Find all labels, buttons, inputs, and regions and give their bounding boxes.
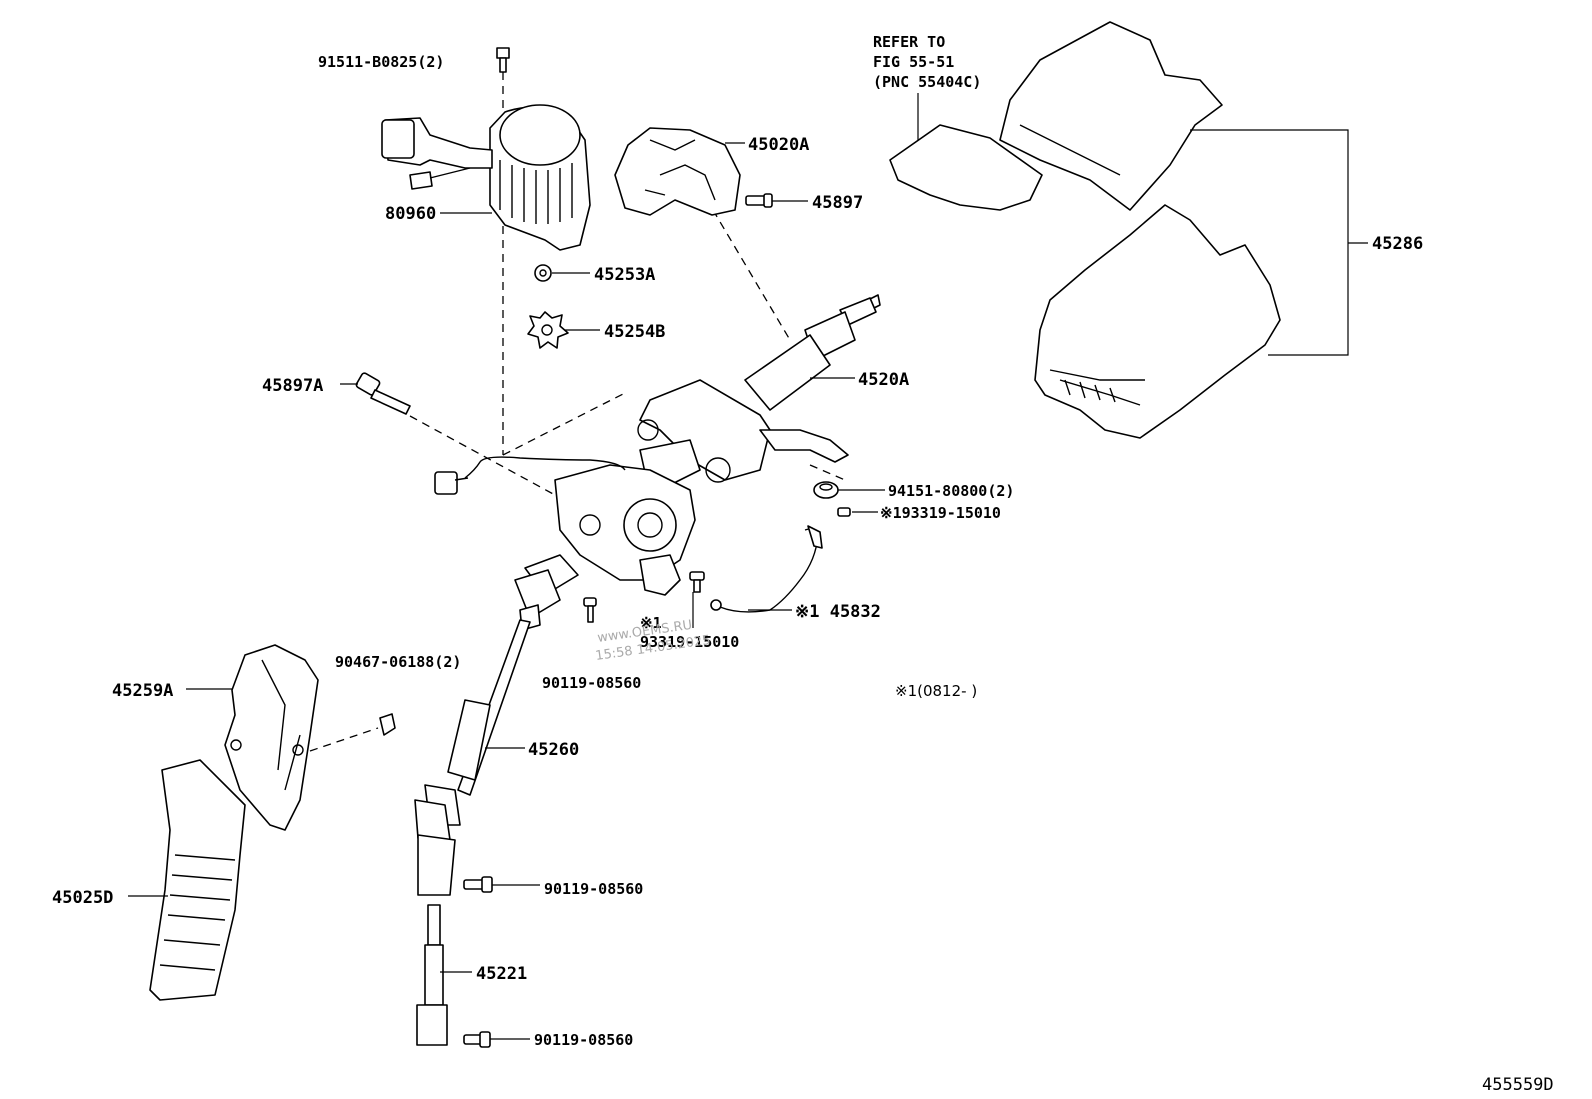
label-45221: 45221: [476, 964, 527, 984]
cover-45259A: [224, 644, 319, 831]
bolt-91511: [496, 47, 510, 73]
refer-panel-55404C: [889, 124, 1043, 211]
wire-45832: [710, 525, 823, 613]
bolt-90119-upper: [583, 597, 597, 623]
screw-93319-upper: [837, 507, 851, 517]
lower-cover-45286: [1034, 204, 1281, 439]
nut-94151: [813, 481, 839, 499]
lower-shaft-45221: [416, 904, 448, 1046]
intermediate-shaft-45260: [414, 554, 579, 896]
label-90119-middle: 90119-08560: [544, 880, 643, 898]
label-45832: ※1 45832: [795, 602, 881, 622]
label-93319-lower: 93319-15010: [640, 633, 739, 651]
label-45253A: 45253A: [594, 265, 655, 285]
label-45260: 45260: [528, 740, 579, 760]
label-94151: 94151-80800(2): [888, 482, 1014, 500]
label-90119-upper: 90119-08560: [542, 674, 641, 692]
leader-lines: [128, 93, 919, 1040]
screw-45897: [745, 193, 773, 208]
label-45286: 45286: [1372, 234, 1423, 254]
refer-line-2: FIG 55-51: [873, 53, 954, 71]
boot-45025D: [149, 759, 246, 1001]
diagram-id: 455559D: [1482, 1075, 1554, 1095]
upper-cover-45286: [999, 21, 1223, 211]
gear-45253A: [534, 264, 552, 282]
bolt-45897A: [355, 372, 411, 415]
label-45259A: 45259A: [112, 681, 173, 701]
refer-note: REFER TO FIG 55-51 (PNC 55404C): [873, 33, 981, 91]
steering-column-4520A: [434, 294, 881, 596]
bracket-45286: [1190, 129, 1368, 356]
refer-line-1: REFER TO: [873, 33, 945, 51]
motor-80960: [381, 104, 591, 251]
refer-line-3: (PNC 55404C): [873, 73, 981, 91]
label-93319-mark: ※1: [640, 614, 662, 632]
label-45897: 45897: [812, 193, 863, 213]
label-91511: 91511-B0825(2): [318, 53, 444, 71]
bracket-45020A: [614, 127, 741, 216]
screw-93319-lower: [689, 571, 705, 593]
footnote: ※1(0812- ): [895, 682, 977, 700]
label-45897A: 45897A: [262, 376, 323, 396]
gear-45254B: [527, 311, 569, 349]
clip-90467: [379, 713, 396, 736]
label-90119-lower: 90119-08560: [534, 1031, 633, 1049]
label-80960: 80960: [385, 204, 436, 224]
part-labels: 91511-B0825(2) 80960 45020A 45897 45253A…: [52, 53, 1423, 1049]
label-45020A: 45020A: [748, 135, 809, 155]
label-90467: 90467-06188(2): [335, 653, 461, 671]
label-4520A: 4520A: [858, 370, 909, 390]
label-93319-upper: ※193319-15010: [880, 504, 1001, 522]
bolt-90119-lower: [463, 1031, 491, 1048]
label-45025D: 45025D: [52, 888, 113, 908]
bolt-90119-middle: [463, 876, 493, 893]
label-45254B: 45254B: [604, 322, 665, 342]
